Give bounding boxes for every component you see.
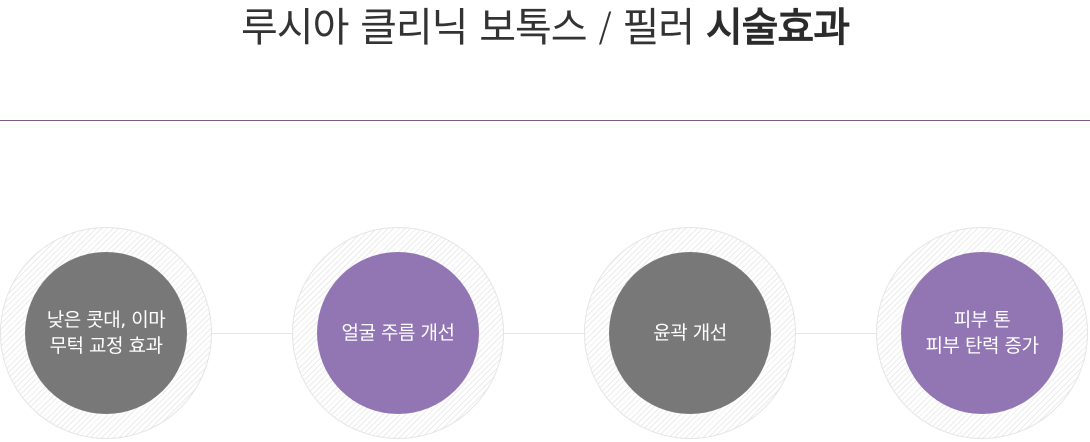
effect-ring-2: 얼굴 주름 개선	[292, 227, 504, 439]
effect-label: 낮은 콧대, 이마	[46, 309, 166, 331]
effect-label: 윤곽 개선	[653, 322, 727, 344]
title-bold: 시술효과	[705, 5, 850, 51]
effect-ring-3: 윤곽 개선	[584, 227, 796, 439]
title-divider	[0, 120, 1090, 121]
effect-label: 무턱 교정 효과	[49, 335, 163, 357]
effect-circle-wrinkles: 얼굴 주름 개선	[317, 252, 479, 414]
effect-circle-skin-tone: 피부 톤 피부 탄력 증가	[901, 252, 1063, 414]
effect-ring-4: 피부 톤 피부 탄력 증가	[876, 227, 1088, 439]
effect-label: 피부 탄력 증가	[925, 335, 1039, 357]
effect-label: 얼굴 주름 개선	[341, 322, 455, 344]
connector-line	[106, 333, 982, 334]
title-light: 루시아 클리닉 보톡스 / 필러	[240, 5, 706, 51]
effect-ring-1: 낮은 콧대, 이마 무턱 교정 효과	[0, 227, 212, 439]
effect-circle-contour: 윤곽 개선	[609, 252, 771, 414]
page-title: 루시아 클리닉 보톡스 / 필러 시술효과	[0, 0, 1090, 60]
effect-circle-nose-chin: 낮은 콧대, 이마 무턱 교정 효과	[25, 252, 187, 414]
effect-label: 피부 톤	[953, 309, 1011, 331]
